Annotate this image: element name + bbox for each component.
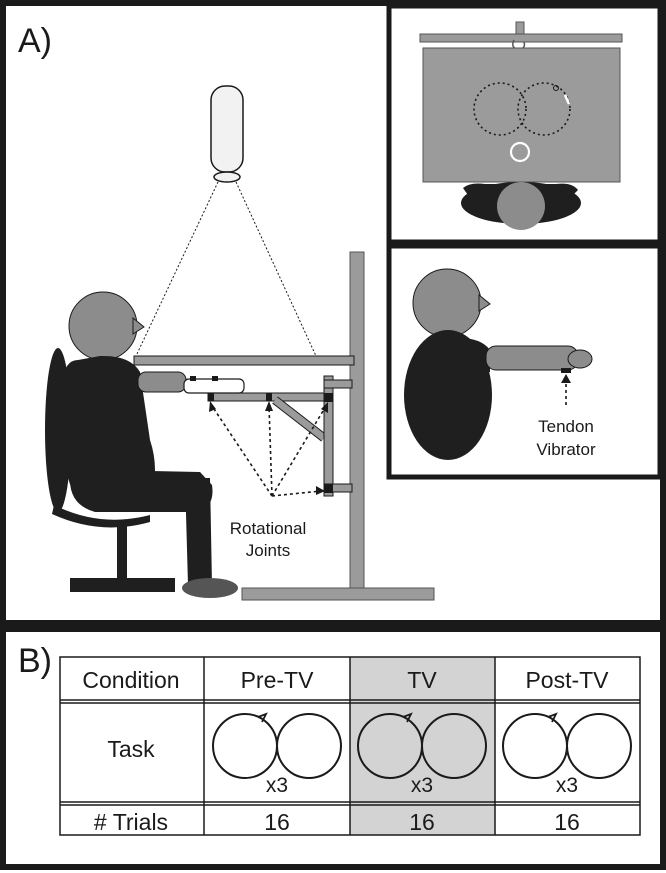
- sub-post: [323, 375, 334, 497]
- task-figure-tv: [357, 712, 487, 779]
- overhead-camera: [210, 85, 244, 183]
- task-repeat-tv: x3: [411, 774, 433, 797]
- target-circle-right: [517, 82, 571, 136]
- tendon-vibrator-label-line1: Tendon: [538, 417, 594, 436]
- start-circle: [509, 141, 531, 163]
- cursor-trail: [563, 94, 571, 105]
- stand-base: [241, 587, 435, 601]
- trials-pre-tv: 16: [264, 809, 290, 835]
- condition-table: Condition Pre-TV TV Post-TV Task x3 x3 x…: [59, 656, 641, 836]
- header-post-tv: Post-TV: [525, 667, 609, 693]
- joint-marker-4: [324, 484, 333, 493]
- joint-arrowheads: [209, 401, 328, 495]
- arm-brace: [272, 397, 327, 441]
- tendon-vibrator-device: [561, 368, 571, 373]
- rotational-joints-label-line1: Rotational: [230, 519, 307, 538]
- trials-post-tv: 16: [554, 809, 580, 835]
- task-repeat-post-tv: x3: [556, 774, 578, 797]
- row-label-task: Task: [107, 736, 155, 762]
- display-board: [133, 355, 355, 366]
- joint-arrows: [211, 405, 327, 497]
- rotational-joints-label-line2: Joints: [246, 541, 290, 560]
- header-tv: TV: [407, 667, 437, 693]
- panel-b-label: B): [18, 642, 52, 680]
- main-scene: Rotational Joints: [45, 85, 435, 601]
- seated-person: [61, 291, 245, 598]
- inset-display-view: [386, 3, 663, 245]
- joint-marker-2: [266, 393, 272, 401]
- task-repeat-pre-tv: x3: [266, 774, 288, 797]
- tendon-vibrator-label-line2: Vibrator: [536, 440, 596, 459]
- panel-b-frame: [0, 626, 666, 870]
- inset-tendon-vibrator: Tendon Vibrator: [386, 243, 663, 480]
- target-circle-left: [473, 82, 527, 136]
- header-pre-tv: Pre-TV: [241, 667, 315, 693]
- row-label-trials: # Trials: [94, 809, 168, 835]
- subject-top-head: [497, 182, 545, 230]
- trials-tv: 16: [409, 809, 435, 835]
- display-screen: [422, 47, 621, 183]
- joint-marker-3: [324, 393, 333, 402]
- stand-pole: [349, 251, 365, 593]
- task-figure-pre-tv: [212, 712, 342, 779]
- task-figure-post-tv: [502, 712, 632, 779]
- chair: [45, 348, 175, 592]
- camera-fov-left: [135, 181, 219, 357]
- panel-a-label: A): [18, 22, 52, 60]
- joint-marker-1: [208, 393, 214, 401]
- cursor-marker: [553, 85, 559, 91]
- header-condition: Condition: [82, 667, 179, 693]
- post-connector-top: [323, 379, 353, 389]
